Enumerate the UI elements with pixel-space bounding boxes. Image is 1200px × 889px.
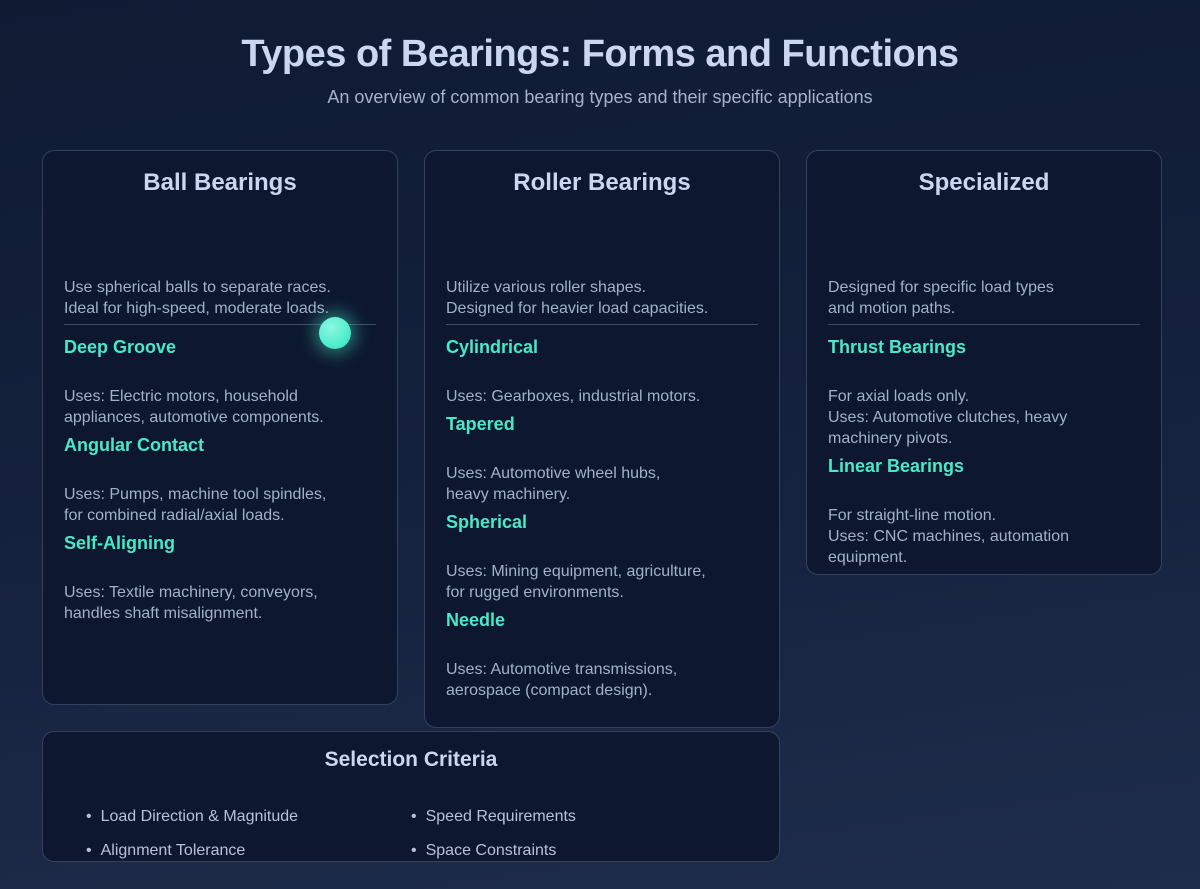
bullet-icon: • (86, 808, 92, 825)
bullet-icon: • (411, 842, 417, 859)
bearing-type-uses: Uses: Gearboxes, industrial motors. (446, 388, 701, 405)
bearing-type-heading: Linear Bearings (828, 456, 965, 476)
bearing-type-heading: Cylindrical (446, 337, 539, 357)
card-title-ball-bearings: Ball Bearings (143, 169, 297, 196)
bearing-type-heading: Deep Groove (64, 337, 177, 357)
list-item: • Space Constraints (411, 842, 736, 860)
card-intro: Utilize various roller shapes. Designed … (446, 279, 709, 317)
page-title: Types of Bearings: Forms and Functions (241, 33, 959, 75)
card-ball-bearings: Ball Bearings Use spherical balls to sep… (42, 150, 398, 705)
bearing-type-heading: Tapered (446, 414, 515, 434)
card-intro: Designed for specific load types and mot… (828, 279, 1054, 317)
bearing-type-uses: Uses: Automotive transmissions, aerospac… (446, 661, 678, 699)
card-specialized: Specialized Designed for specific load t… (806, 150, 1162, 575)
bearing-type-uses: For axial loads only. Uses: Automotive c… (828, 388, 1068, 447)
bearing-type-uses: Uses: Pumps, machine tool spindles, for … (64, 486, 327, 524)
card-media-placeholder (446, 197, 758, 278)
bullet-icon: • (411, 808, 417, 825)
bearing-type-uses: Uses: Textile machinery, conveyors, hand… (64, 584, 318, 622)
selection-criteria-title: Selection Criteria (324, 748, 498, 771)
criterion-label: Load Direction & Magnitude (100, 808, 299, 825)
bearing-type-uses: Uses: Mining equipment, agriculture, for… (446, 563, 706, 601)
bearing-type-uses: Uses: Automotive wheel hubs, heavy machi… (446, 465, 661, 503)
bearing-type-heading: Angular Contact (64, 435, 205, 455)
list-item: • Alignment Tolerance (86, 842, 411, 860)
criterion-label: Speed Requirements (425, 808, 576, 825)
card-title-roller-bearings: Roller Bearings (513, 169, 691, 196)
criterion-label: Alignment Tolerance (100, 842, 246, 859)
card-media-placeholder (64, 197, 376, 278)
bearing-type-uses: For straight-line motion. Uses: CNC mach… (828, 507, 1069, 566)
bearing-type-heading: Spherical (446, 512, 528, 532)
glow-dot-icon (319, 317, 351, 349)
card-selection-criteria: Selection Criteria • Load Direction & Ma… (42, 731, 780, 862)
page-subtitle: An overview of common bearing types and … (327, 87, 873, 107)
divider (64, 324, 376, 325)
criteria-list: • Load Direction & Magnitude • Speed Req… (64, 808, 758, 860)
bullet-icon: • (86, 842, 92, 859)
list-item: • Load Direction & Magnitude (86, 808, 411, 826)
bearing-type-uses: Uses: Electric motors, household applian… (64, 388, 324, 426)
card-roller-bearings: Roller Bearings Utilize various roller s… (424, 150, 780, 728)
bearing-type-heading: Thrust Bearings (828, 337, 967, 357)
list-item: • Speed Requirements (411, 808, 736, 826)
divider (446, 324, 758, 325)
divider (828, 324, 1140, 325)
bearing-type-heading: Self-Aligning (64, 533, 175, 553)
card-title-specialized: Specialized (918, 169, 1050, 196)
card-intro: Use spherical balls to separate races. I… (64, 279, 331, 317)
criterion-label: Space Constraints (425, 842, 557, 859)
card-media-placeholder (828, 197, 1140, 278)
bearing-type-heading: Needle (446, 610, 506, 630)
